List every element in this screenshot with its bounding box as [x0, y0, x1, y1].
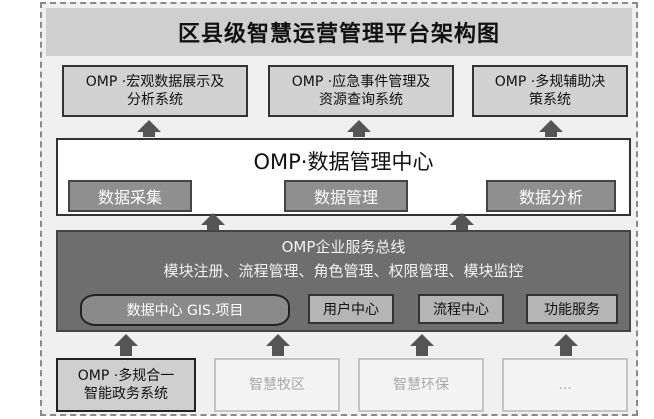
function-service-label: 功能服务 [544, 302, 600, 318]
bottom-system-label-line2: 智能政务系统 [83, 386, 168, 402]
data-management-center: OMP·数据管理中心 数据采集 数据管理 数据分析 [56, 138, 631, 216]
data-collection-box: 数据采集 [68, 180, 192, 212]
process-center-box: 流程中心 [418, 294, 504, 324]
top-system-label-line2: 资源查询系统 [318, 92, 403, 108]
data-analysis-label: 数据分析 [518, 188, 583, 207]
bottom-system-smart-pasture: 智慧牧区 [214, 358, 340, 412]
top-system-label-line1: OMP ·多规辅助决 [494, 74, 606, 90]
bottom-system-label: 智慧环保 [393, 377, 449, 393]
data-management-label: 数据管理 [313, 188, 378, 207]
user-center-box: 用户中心 [308, 294, 394, 324]
bottom-system-multi-plan-gov: OMP ·多规合一 智能政务系统 [56, 358, 196, 412]
top-system-multi-plan: OMP ·多规辅助决 策系统 [472, 65, 628, 117]
process-center-label: 流程中心 [433, 302, 489, 318]
top-system-label-line1: OMP ·宏观数据展示及 [85, 74, 225, 90]
data-center-gis-cylinder: 数据中心 GIS.项目 [80, 294, 290, 326]
bottom-system-more: ... [502, 358, 628, 412]
diagram-title-text: 区县级智慧运营管理平台架构图 [177, 22, 500, 47]
diagram-title: 区县级智慧运营管理平台架构图 [46, 8, 632, 56]
enterprise-service-bus: OMP企业服务总线 模块注册、流程管理、角色管理、权限管理、模块监控 数据中心 … [56, 230, 631, 332]
top-system-macro-data: OMP ·宏观数据展示及 分析系统 [62, 65, 248, 117]
top-system-label-line2: 分析系统 [126, 92, 183, 108]
data-center-title: OMP·数据管理中心 [253, 150, 434, 174]
data-management-box: 数据管理 [284, 180, 408, 212]
function-service-box: 功能服务 [526, 294, 618, 324]
top-system-label-line2: 策系统 [528, 92, 571, 108]
top-system-emergency: OMP ·应急事件管理及 资源查询系统 [268, 65, 454, 117]
bottom-system-smart-env: 智慧环保 [358, 358, 484, 412]
data-collection-label: 数据采集 [97, 188, 162, 207]
bottom-system-label: ... [558, 377, 572, 393]
top-system-label-line1: OMP ·应急事件管理及 [291, 74, 431, 90]
service-bus-title: OMP企业服务总线 [281, 238, 406, 256]
service-bus-modules: 模块注册、流程管理、角色管理、权限管理、模块监控 [163, 262, 524, 280]
bottom-system-label: 智慧牧区 [249, 377, 305, 393]
user-center-label: 用户中心 [323, 302, 379, 318]
data-analysis-box: 数据分析 [486, 180, 616, 212]
bottom-system-label-line1: OMP ·多规合一 [77, 368, 175, 384]
cylinder-label: 数据中心 GIS.项目 [126, 303, 244, 319]
